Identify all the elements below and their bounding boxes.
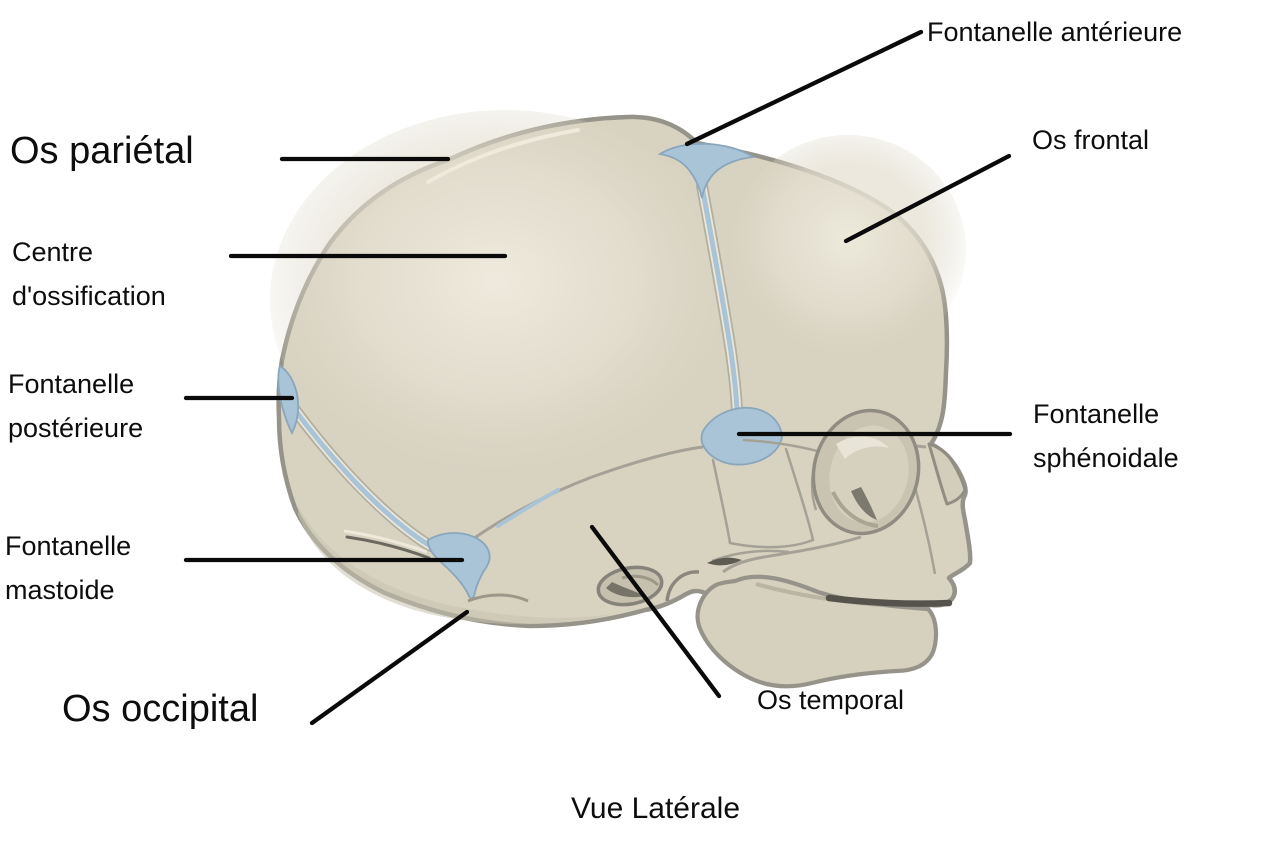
label-os-occipital: Os occipital bbox=[62, 688, 259, 730]
mastoid-fontanelle bbox=[427, 532, 491, 600]
arch-slit bbox=[707, 557, 742, 566]
sphenoid-fontanelle bbox=[700, 406, 783, 466]
frontal-highlight bbox=[730, 135, 966, 365]
eye-orbit bbox=[811, 408, 921, 536]
mouth-slit bbox=[825, 594, 953, 607]
label-os-parietal: Os pariétal bbox=[10, 130, 194, 172]
condyle-arc bbox=[665, 570, 700, 602]
label-os-temporal: Os temporal bbox=[757, 685, 905, 715]
nasal-bone bbox=[927, 442, 967, 506]
label-fontanelle-sphenoidale: Fontanelle sphénoidale bbox=[1033, 399, 1179, 473]
anterior-fontanelle bbox=[657, 142, 756, 199]
view-caption: Vue Latérale bbox=[571, 792, 741, 825]
parietal-highlight bbox=[270, 110, 740, 490]
mastoid-crevice-highlight bbox=[343, 529, 428, 554]
squamosal-suture-blue bbox=[496, 488, 560, 528]
leader-os-temporal bbox=[589, 524, 722, 699]
squamosal-suture bbox=[469, 445, 704, 543]
label-centre-ossification: Centre d'ossification bbox=[12, 237, 166, 311]
mastoid-ridge bbox=[467, 593, 529, 603]
label-fontanelle-posterieure: Fontanelle postérieure bbox=[8, 369, 144, 443]
zygomatic-line bbox=[722, 535, 862, 574]
mastoid-crevice bbox=[345, 535, 431, 560]
label-fontanelle-anterieure: Fontanelle antérieure bbox=[927, 17, 1183, 47]
leader-lines bbox=[183, 29, 1013, 726]
lambdoid-suture bbox=[286, 400, 437, 552]
leader-os-occipital bbox=[309, 609, 470, 726]
label-os-frontal: Os frontal bbox=[1032, 125, 1150, 155]
occipital-shading bbox=[298, 505, 612, 625]
label-fontanelle-mastoide: Fontanelle mastoide bbox=[5, 531, 132, 605]
leader-fontanelle-anterieure bbox=[684, 29, 924, 147]
rim-highlight bbox=[426, 128, 580, 184]
leader-os-frontal bbox=[843, 153, 1012, 244]
